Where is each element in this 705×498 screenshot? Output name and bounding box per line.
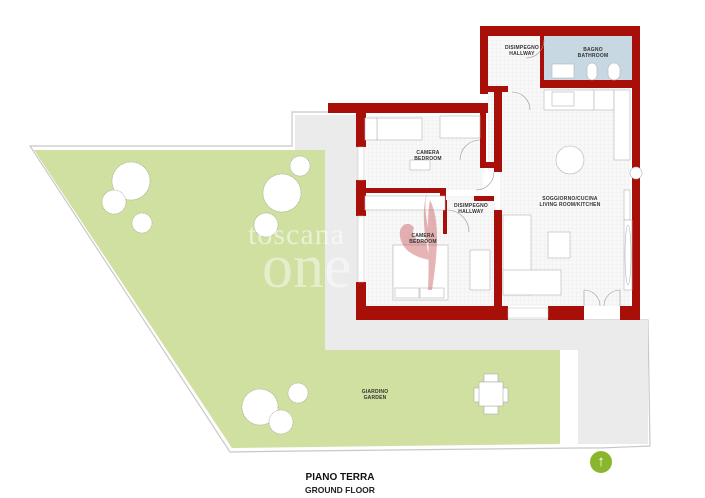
plan-title: PIANO TERRA bbox=[305, 472, 375, 483]
terrace bbox=[295, 115, 648, 444]
doors bbox=[446, 39, 621, 307]
garden-lawn bbox=[34, 150, 560, 448]
room-label-hallway-top: DISIMPEGNO HALLWAY bbox=[505, 45, 539, 57]
room-label-garden: GIARDINO GARDEN bbox=[361, 389, 389, 401]
watermark-lily-icon bbox=[399, 190, 437, 290]
lot-outline bbox=[28, 111, 651, 453]
room-label-hallway-mid: DISIMPEGNO HALLWAY bbox=[454, 203, 488, 215]
room-label-bathroom: BAGNO BATHROOM bbox=[577, 47, 609, 59]
windows bbox=[357, 146, 549, 319]
plan-subtitle: GROUND FLOOR bbox=[305, 485, 375, 495]
garden-table-icon bbox=[473, 373, 509, 415]
watermark-text-large: one bbox=[262, 233, 352, 301]
room-label-bedroom-1: CAMERA BEDROOM bbox=[414, 150, 442, 162]
room-label-living: SOGGIORNO/CUCINA LIVING ROOM/KITCHEN bbox=[539, 196, 601, 208]
room-label-bedroom-2: CAMERA BEDROOM bbox=[409, 233, 437, 245]
bush-icon bbox=[101, 155, 311, 435]
north-arrow-icon: ↑ bbox=[590, 451, 612, 473]
watermark-text: toscana bbox=[248, 218, 345, 251]
furniture bbox=[364, 62, 643, 301]
